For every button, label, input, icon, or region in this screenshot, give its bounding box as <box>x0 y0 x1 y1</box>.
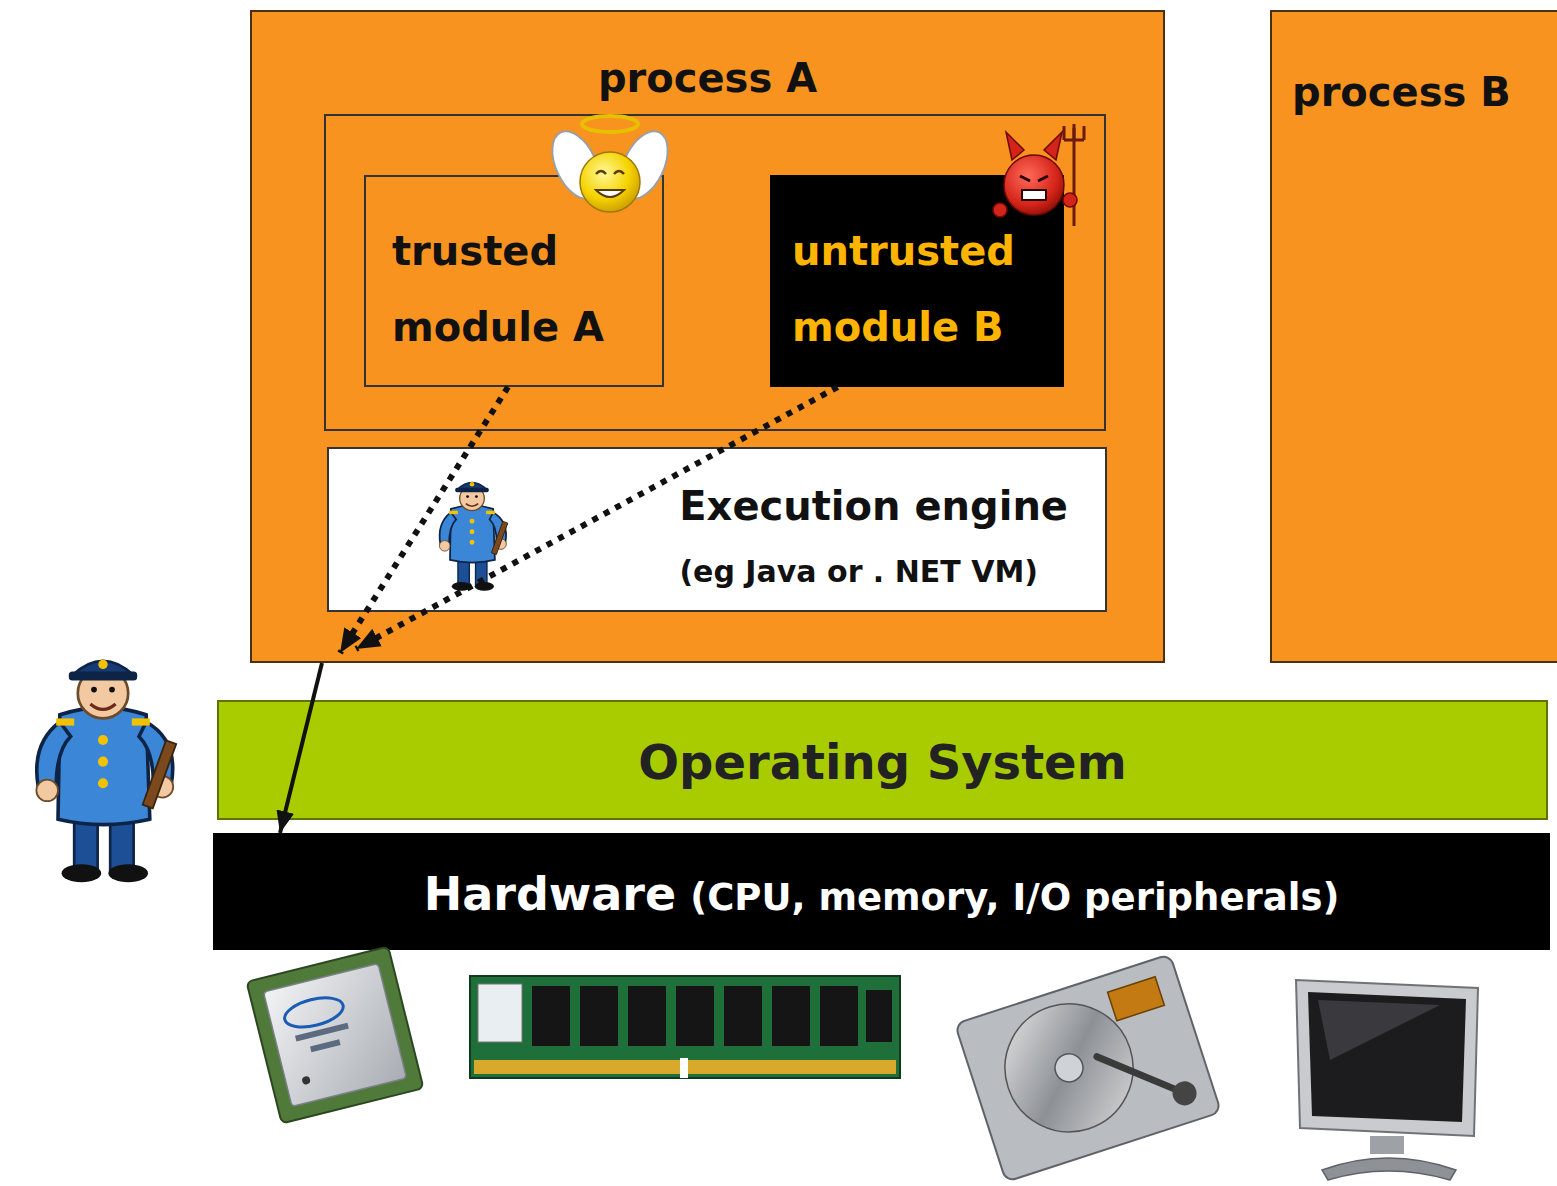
node-label: Execution engine <box>675 482 1072 530</box>
dotted-arrow <box>340 387 508 653</box>
ram-picture <box>470 976 900 1078</box>
police-icon-engine <box>439 482 507 591</box>
node-label: process B <box>1292 68 1511 116</box>
angel-icon <box>543 116 678 212</box>
node-label: Hardware <box>424 867 677 921</box>
hardware-band: Hardware (CPU, memory, I/O peripherals) <box>213 833 1550 950</box>
os-band: Operating System <box>217 700 1548 820</box>
node-sublabel: (eg Java or . NET VM) <box>675 554 1042 590</box>
dotted-arrow <box>356 387 838 649</box>
trusted-module-box: trusted module A <box>364 175 664 387</box>
solid-arrow <box>280 663 322 833</box>
process-box: process B <box>1270 10 1557 663</box>
node-label: trusted module A <box>392 213 647 365</box>
node-label: untrusted module B <box>792 213 1054 365</box>
police-icon-os <box>36 660 176 882</box>
process-box: process A trusted module A untrusted modul… <box>250 10 1165 663</box>
monitor-picture <box>1296 980 1478 1180</box>
hard-disk-picture <box>955 954 1221 1182</box>
node-sublabel: (CPU, memory, I/O peripherals) <box>690 876 1339 919</box>
module-area-box <box>325 115 1105 430</box>
execution-engine-box: Execution engine (eg Java or . NET VM) <box>327 447 1107 612</box>
node-label: process A <box>598 54 817 102</box>
cpu-picture <box>247 947 424 1124</box>
untrusted-module-box: untrusted module B <box>770 175 1064 387</box>
devil-icon <box>993 124 1084 226</box>
node-label: Operating System <box>638 733 1126 791</box>
